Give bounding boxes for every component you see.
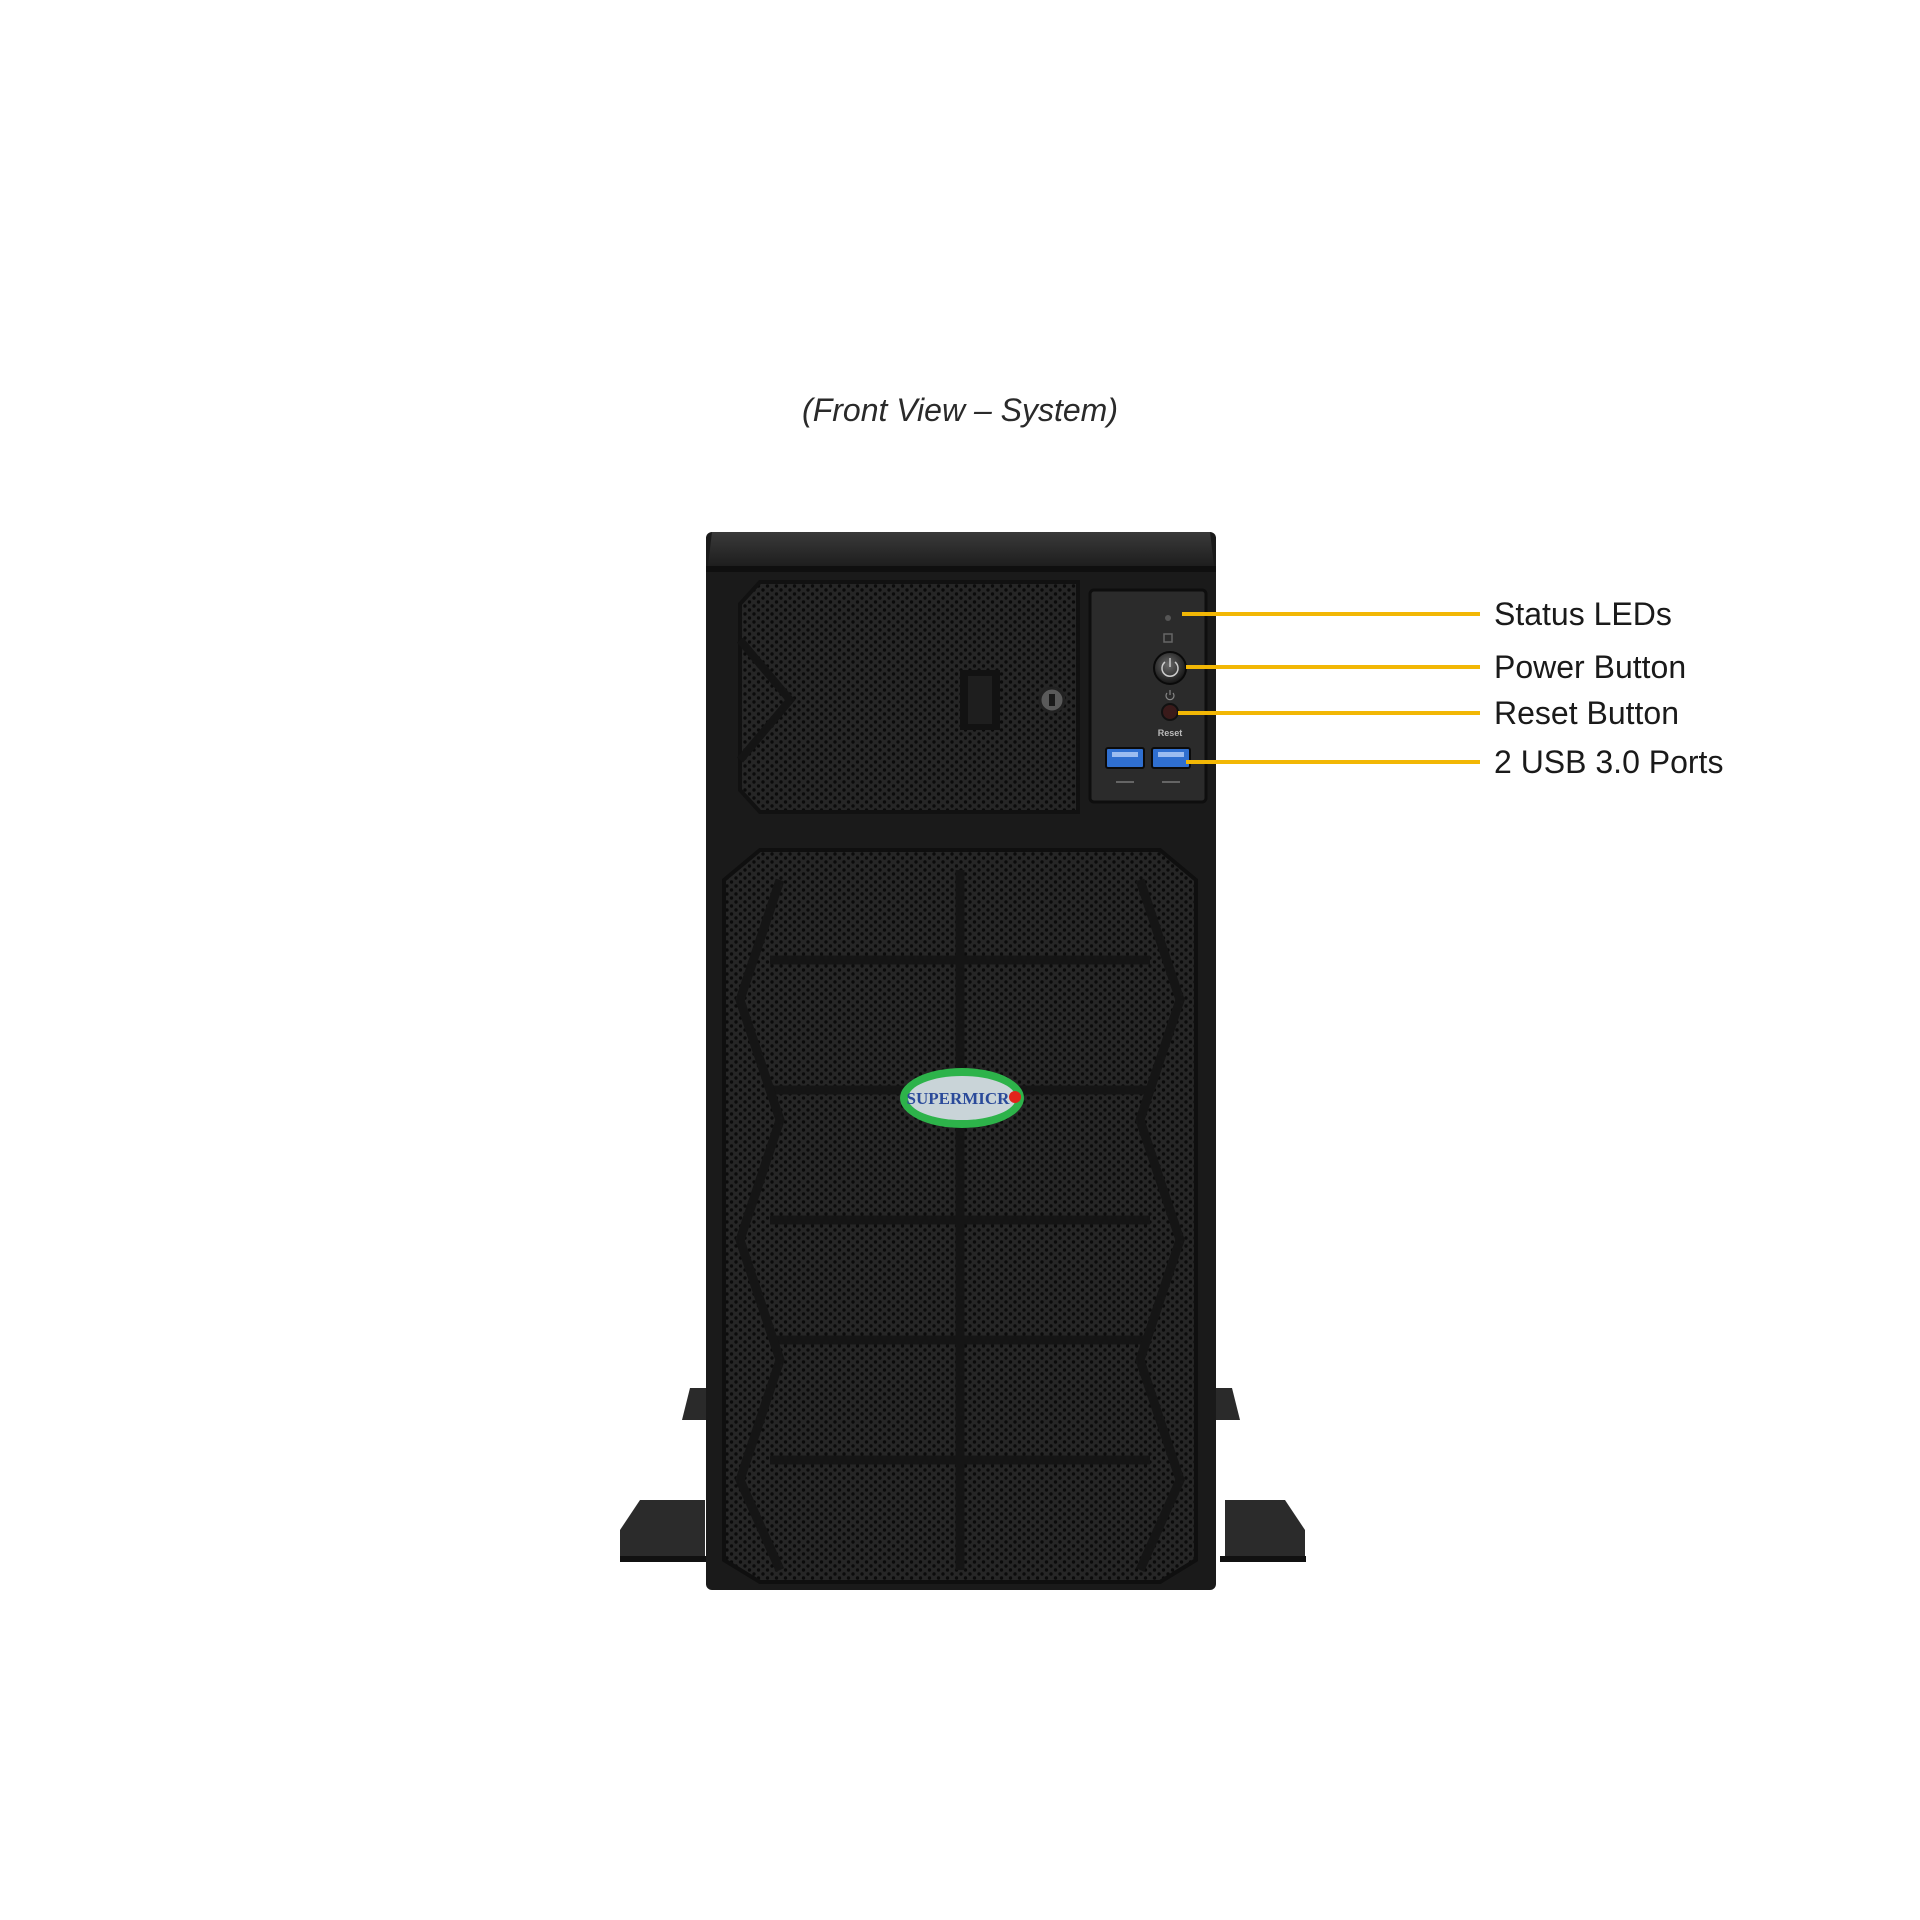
upper-vent <box>736 580 1080 814</box>
svg-text:SUPERMICR: SUPERMICR <box>907 1089 1011 1108</box>
reset-button[interactable] <box>1161 703 1179 721</box>
figure-caption: (Front View – System) <box>802 392 1118 428</box>
reset-label: Reset <box>1158 728 1183 738</box>
usb-port-2[interactable] <box>1151 747 1191 769</box>
callout-lines <box>1178 612 1480 764</box>
front-bezel <box>722 848 1198 1584</box>
lock-icon <box>1038 686 1066 714</box>
supermicro-logo: SUPERMICR <box>900 1068 1024 1128</box>
callout-reset-button: Reset Button <box>1494 695 1679 731</box>
usb-port-1[interactable] <box>1105 747 1145 769</box>
callout-usb-ports: 2 USB 3.0 Ports <box>1494 744 1724 780</box>
status-led-icon <box>1163 615 1173 643</box>
callout-status-leds: Status LEDs <box>1494 596 1672 632</box>
callout-power-button: Power Button <box>1494 649 1687 685</box>
power-icon <box>1165 690 1175 701</box>
power-button[interactable] <box>1153 651 1187 685</box>
control-panel <box>1088 588 1208 804</box>
